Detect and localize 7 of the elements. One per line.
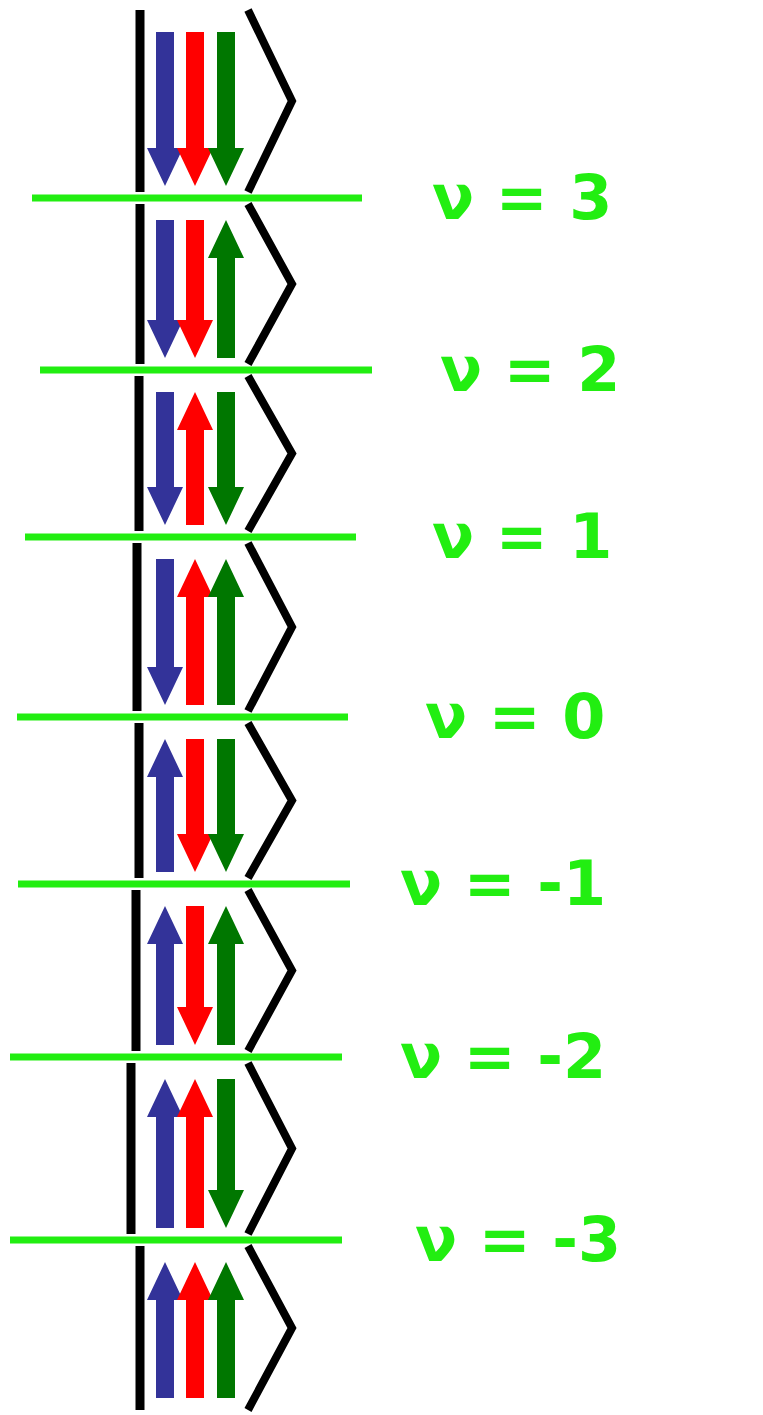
level-label: ν = 2 xyxy=(440,339,621,401)
level-label: ν = 0 xyxy=(425,686,606,748)
level-label: ν = 3 xyxy=(432,167,613,229)
level-label: ν = -2 xyxy=(400,1026,607,1088)
level-label: ν = -3 xyxy=(415,1209,622,1271)
level-label: ν = -1 xyxy=(400,853,607,915)
level-label: ν = 1 xyxy=(432,506,613,568)
